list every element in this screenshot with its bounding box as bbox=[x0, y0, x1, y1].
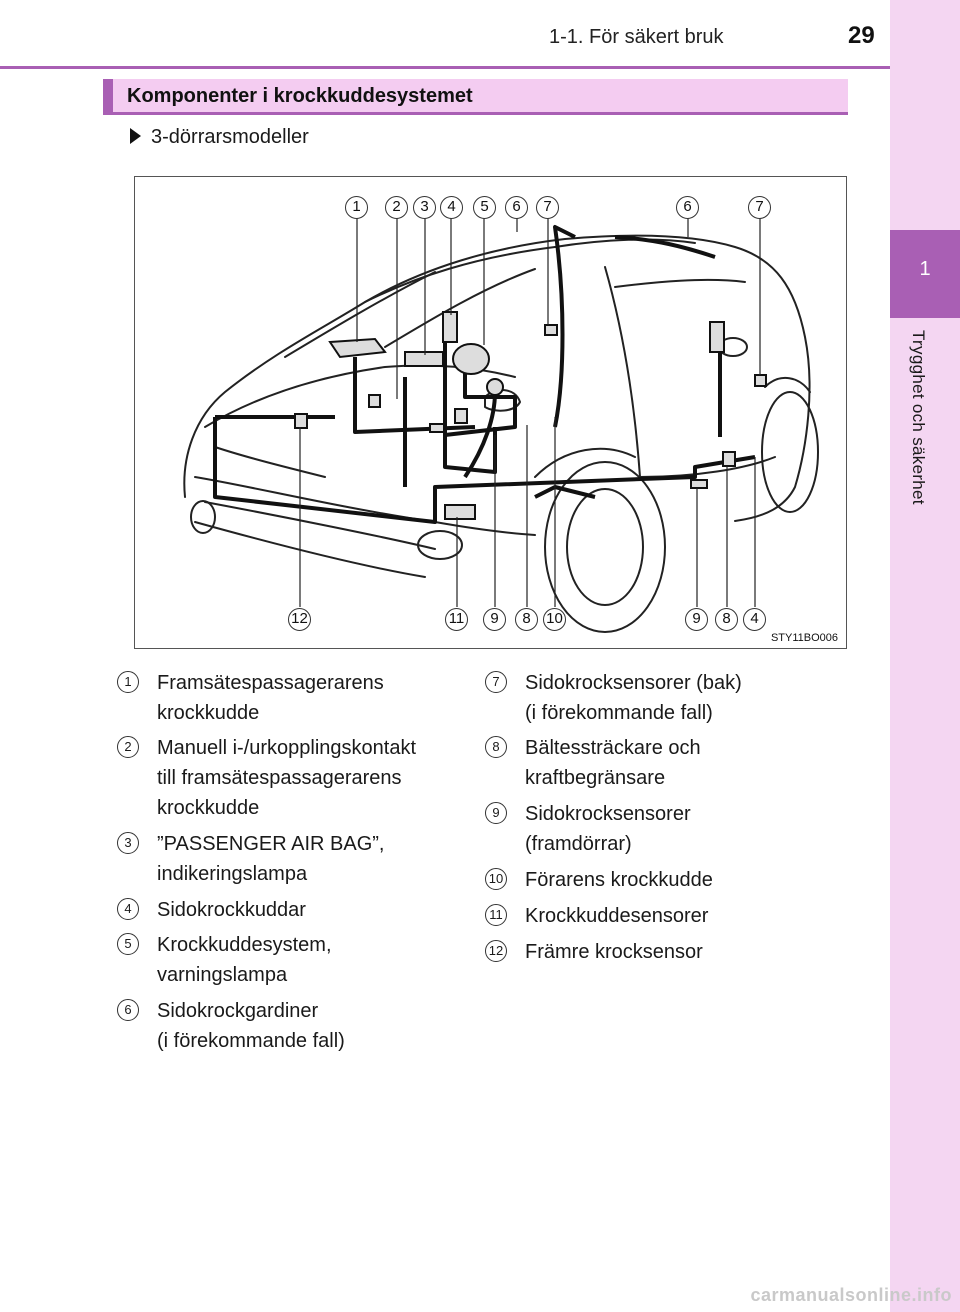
legend-text: Framsätespassagerarens krockkudde bbox=[157, 672, 384, 724]
chapter-number: 1 bbox=[919, 258, 931, 280]
header-divider bbox=[0, 66, 890, 69]
legend-text: ”PASSENGER AIR BAG”, indikeringslampa bbox=[157, 833, 385, 885]
legend-number: 3 bbox=[117, 832, 139, 854]
callout-7: 7 bbox=[536, 196, 559, 219]
side-band bbox=[890, 0, 960, 1312]
legend-number: 7 bbox=[485, 671, 507, 693]
legend-text: Sidokrockgardiner (i förekommande fall) bbox=[157, 1000, 345, 1052]
legend-text: Förarens krockkudde bbox=[525, 869, 713, 891]
model-label: 3-dörrarsmodeller bbox=[151, 126, 309, 148]
chapter-title: Trygghet och säkerhet bbox=[909, 330, 928, 505]
legend-text: Främre krocksensor bbox=[525, 941, 703, 963]
callout-12: 12 bbox=[288, 608, 311, 631]
legend-number: 5 bbox=[117, 933, 139, 955]
callout-6b: 6 bbox=[676, 196, 699, 219]
legend-text: Sidokrocksensorer (framdörrar) bbox=[525, 803, 691, 855]
legend-number: 9 bbox=[485, 802, 507, 824]
legend-text: Bältessträckare och kraftbegränsare bbox=[525, 737, 701, 789]
section-label: 1-1. För säkert bruk bbox=[549, 26, 724, 48]
car-illustration bbox=[183, 217, 819, 633]
page-number: 29 bbox=[848, 22, 875, 49]
section-banner: Komponenter i krockkuddesystemet bbox=[103, 79, 848, 115]
callout-7b: 7 bbox=[748, 196, 771, 219]
model-bullet: 3-dörrarsmodeller bbox=[130, 126, 309, 149]
callout-6: 6 bbox=[505, 196, 528, 219]
callout-1: 1 bbox=[345, 196, 368, 219]
legend-text: Sidokrockkuddar bbox=[157, 899, 306, 921]
legend-text: Manuell i-/urkopplingskontakt till frams… bbox=[157, 737, 417, 819]
legend-number: 10 bbox=[485, 868, 507, 890]
watermark: carmanualsonline.info bbox=[750, 1285, 952, 1305]
callout-9: 9 bbox=[483, 608, 506, 631]
airbag-diagram: 1 2 3 4 5 6 7 6 7 12 11 9 8 10 9 8 4 STY… bbox=[134, 176, 847, 649]
callout-4b: 4 bbox=[743, 608, 766, 631]
callout-5: 5 bbox=[473, 196, 496, 219]
callout-2: 2 bbox=[385, 196, 408, 219]
section-banner-title: Komponenter i krockkuddesystemet bbox=[127, 85, 473, 107]
callout-4: 4 bbox=[440, 196, 463, 219]
legend-number: 8 bbox=[485, 736, 507, 758]
callout-9b: 9 bbox=[685, 608, 708, 631]
legend-number: 12 bbox=[485, 940, 507, 962]
legend-number: 2 bbox=[117, 736, 139, 758]
legend-number: 1 bbox=[117, 671, 139, 693]
callout-10: 10 bbox=[543, 608, 566, 631]
legend-text: Krockkuddesystem, varningslampa bbox=[157, 934, 332, 986]
callout-8b: 8 bbox=[715, 608, 738, 631]
legend-text: Sidokrocksensorer (bak) (i förekommande … bbox=[525, 672, 742, 724]
callout-8: 8 bbox=[515, 608, 538, 631]
chapter-tab[interactable] bbox=[890, 230, 960, 318]
legend-text: Krockkuddesensorer bbox=[525, 905, 709, 927]
callout-11: 11 bbox=[445, 608, 468, 631]
legend-number: 6 bbox=[117, 999, 139, 1021]
triangle-bullet-icon bbox=[130, 128, 141, 144]
figure-code: STY11BO006 bbox=[770, 632, 838, 644]
legend-number: 11 bbox=[485, 904, 507, 926]
legend-number: 4 bbox=[117, 898, 139, 920]
callout-3: 3 bbox=[413, 196, 436, 219]
